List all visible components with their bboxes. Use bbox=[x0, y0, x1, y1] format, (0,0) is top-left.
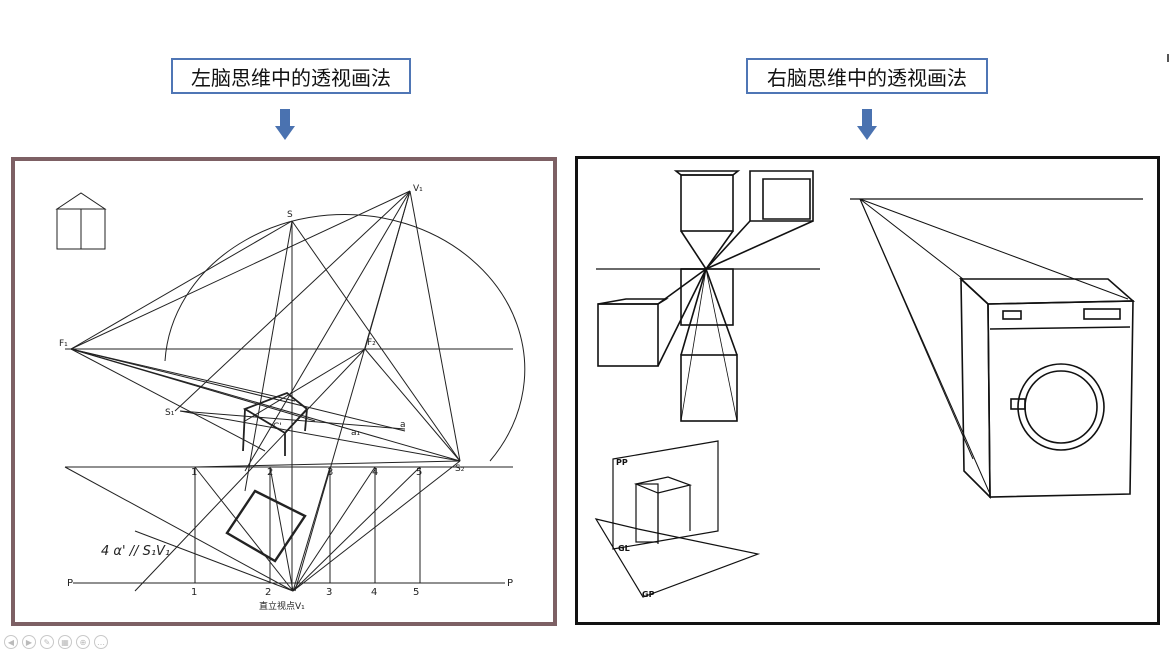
slideshow-controls: ◀ ▶ ✎ ▦ ⊕ … bbox=[4, 635, 108, 649]
point-2-bottom: 2 bbox=[265, 587, 271, 598]
one-point-cubes bbox=[597, 170, 814, 422]
point-4-top: 4 bbox=[372, 467, 378, 478]
s1-label: S₁ bbox=[165, 408, 175, 418]
right-label-text: 右脑思维中的透视画法 bbox=[767, 65, 967, 90]
edge-mark bbox=[1167, 54, 1169, 62]
station-point-label: 直立视点V₁ bbox=[259, 600, 305, 612]
zoom-icon[interactable]: ⊕ bbox=[76, 635, 90, 649]
slides-icon[interactable]: ▦ bbox=[58, 635, 72, 649]
p-label-left: P bbox=[67, 578, 73, 589]
gl-label: GL bbox=[618, 544, 630, 553]
f2-label: F₂ bbox=[367, 338, 376, 348]
next-slide-icon[interactable]: ▶ bbox=[22, 635, 36, 649]
point-5-top: 5 bbox=[416, 467, 422, 478]
a1-label: a₁ bbox=[351, 428, 361, 438]
gp-label: GP bbox=[642, 590, 655, 599]
point-1-top: 1 bbox=[191, 467, 197, 478]
more-options-icon[interactable]: … bbox=[94, 635, 108, 649]
formula-label: 4 α' // S₁V₁ bbox=[101, 544, 170, 559]
s-label: S bbox=[287, 210, 293, 220]
left-perspective-drawing: F₁ F₂ S S₁ S₂ V₁ C' a a₁ 1 2 3 4 5 1 2 3… bbox=[11, 157, 557, 626]
perspective-cube bbox=[242, 391, 309, 456]
left-down-arrow-icon bbox=[275, 109, 295, 140]
house-sketch bbox=[55, 192, 107, 250]
point-4-bottom: 4 bbox=[371, 587, 377, 598]
point-3-top: 3 bbox=[327, 467, 333, 478]
point-1-bottom: 1 bbox=[191, 587, 197, 598]
left-label-box: 左脑思维中的透视画法 bbox=[171, 58, 411, 94]
left-label-text: 左脑思维中的透视画法 bbox=[191, 65, 391, 90]
f1-label: F₁ bbox=[59, 339, 68, 349]
pp-label: PP bbox=[616, 458, 628, 467]
p-label-right: P bbox=[507, 578, 513, 589]
v1-label: V₁ bbox=[413, 184, 423, 194]
pen-icon[interactable]: ✎ bbox=[40, 635, 54, 649]
right-label-box: 右脑思维中的透视画法 bbox=[746, 58, 988, 94]
s2-label: S₂ bbox=[455, 464, 465, 474]
point-2-top: 2 bbox=[267, 467, 273, 478]
a-label: a bbox=[400, 420, 406, 430]
point-3-bottom: 3 bbox=[326, 587, 332, 598]
picture-plane-sketch bbox=[594, 440, 761, 598]
washing-machine-sketch bbox=[958, 277, 1136, 499]
vp-rays bbox=[859, 198, 1129, 495]
point-5-bottom: 5 bbox=[413, 587, 419, 598]
c-label: C' bbox=[273, 422, 282, 432]
right-perspective-drawing: PP GL GP bbox=[575, 156, 1160, 625]
right-down-arrow-icon bbox=[857, 109, 877, 140]
plan-square bbox=[225, 489, 307, 563]
prev-slide-icon[interactable]: ◀ bbox=[4, 635, 18, 649]
